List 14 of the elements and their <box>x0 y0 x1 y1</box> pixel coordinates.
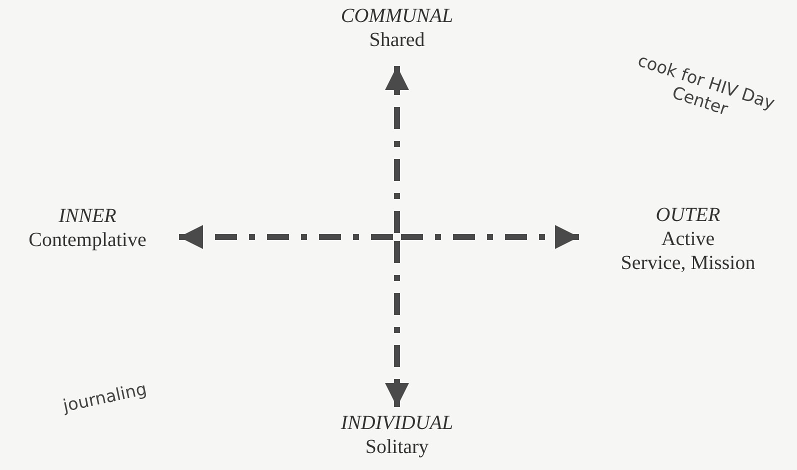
axis-heading: INNER <box>58 204 116 228</box>
axis-description: Shared <box>369 28 425 52</box>
axis-heading: OUTER <box>656 203 720 227</box>
axis-arrow <box>401 225 579 249</box>
axis-arrow <box>385 66 409 233</box>
axis-heading: INDIVIDUAL <box>340 411 454 435</box>
axis-description: Solitary <box>365 435 429 459</box>
axis-heading: COMMUNAL <box>340 4 454 28</box>
axis-description: Service, Mission <box>620 251 756 275</box>
axis-description: Contemplative <box>28 228 146 252</box>
axis-description: Active <box>661 227 715 251</box>
axis-arrow <box>385 241 409 407</box>
axis-arrow <box>179 225 393 249</box>
handwritten-note: cook for HIV Day Center <box>634 50 778 122</box>
